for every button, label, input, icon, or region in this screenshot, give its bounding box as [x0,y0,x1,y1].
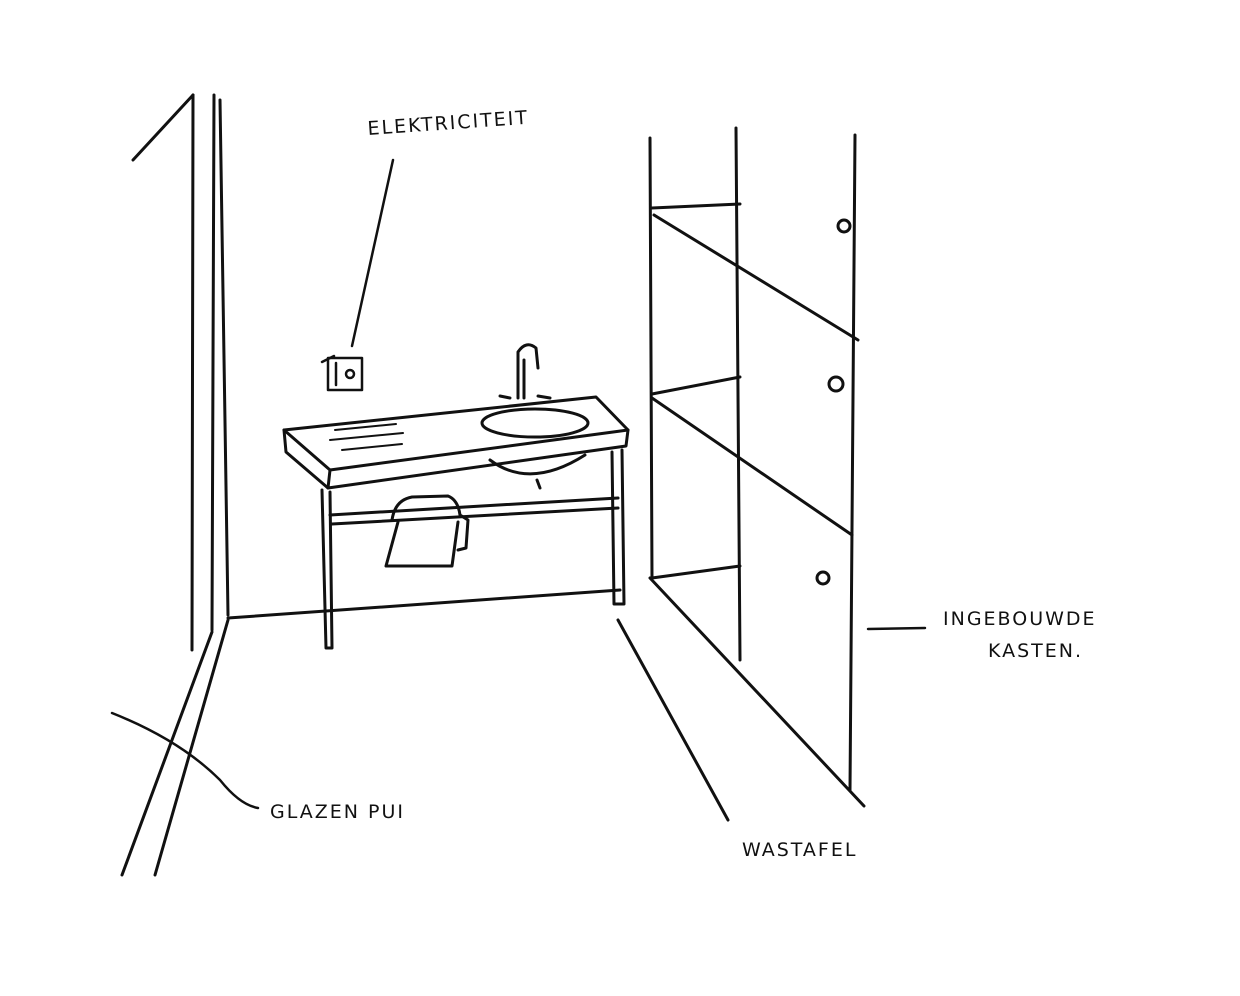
leader-glazen-pui [110,711,260,810]
left-wall [131,93,622,652]
glass-partition-floor-lines [120,618,230,877]
label-elektriciteit: ELEKTRICITEIT [367,107,530,140]
leader-lines [110,158,927,810]
label-glazen-pui: GLAZEN PUI [270,801,405,823]
electrical-outlet [320,354,364,392]
leader-elektriciteit [350,158,395,348]
label-ingebouwde: INGEBOUWDE [943,608,1097,630]
washstand [282,343,630,650]
built-in-cabinets [616,126,866,822]
leader-ingebouwde-kasten [866,626,927,631]
label-wastafel: WASTAFEL [742,839,857,861]
label-kasten: KASTEN. [988,640,1083,662]
